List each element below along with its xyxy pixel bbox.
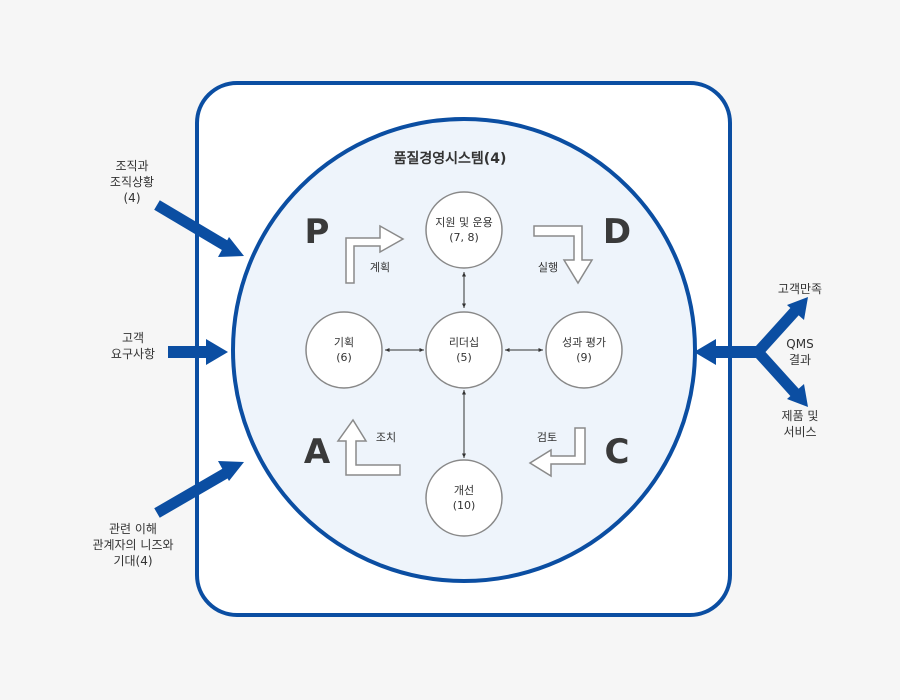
label-satisfaction: 고객만족	[777, 282, 823, 296]
pdca-letter-d: D	[602, 212, 632, 252]
input-arrow-customer-req	[168, 339, 228, 365]
label-customer-req: 고객 요구사항	[110, 331, 156, 361]
label-org-context: 조직과 조직상황 (4)	[109, 159, 155, 205]
input-arrow-org-context	[154, 200, 244, 257]
node-performance-label: 성과 평가 (9)	[562, 336, 606, 364]
label-qms-result: QMS 결과	[786, 337, 814, 367]
diagram-title: 품질경영시스템(4)	[393, 151, 507, 167]
do-arrow	[533, 225, 594, 285]
node-leadership-circle	[425, 311, 503, 389]
node-leadership-label: 리더십 (5)	[448, 336, 480, 364]
label-products: 제품 및 서비스	[781, 409, 819, 439]
act-arrow	[336, 418, 401, 476]
node-support-circle	[425, 191, 503, 269]
node-support-label: 지원 및 운용 (7, 8)	[435, 216, 493, 244]
input-arrow-interested-parties	[154, 461, 244, 518]
pdca-letter-a: A	[303, 432, 331, 472]
node-improvement-circle	[425, 459, 503, 537]
node-planning-label: 기획 (6)	[333, 336, 355, 364]
connectors	[385, 272, 543, 458]
cycle-label-plan: 계획	[369, 261, 391, 274]
output-arrows	[694, 297, 808, 407]
pdca-letter-c: C	[604, 432, 630, 472]
plan-arrow	[345, 224, 405, 284]
label-interested-parties: 관련 이해 관계자의 니즈와 기대(4)	[92, 522, 174, 568]
cycle-label-do: 실행	[537, 261, 559, 274]
pdca-letter-p: P	[304, 212, 330, 252]
node-planning-circle	[305, 311, 383, 389]
check-arrow	[528, 427, 586, 478]
node-improvement-label: 개선 (10)	[452, 484, 476, 512]
cycle-label-act: 조치	[375, 431, 397, 444]
cycle-label-check: 검토	[536, 431, 558, 444]
node-performance-circle	[545, 311, 623, 389]
